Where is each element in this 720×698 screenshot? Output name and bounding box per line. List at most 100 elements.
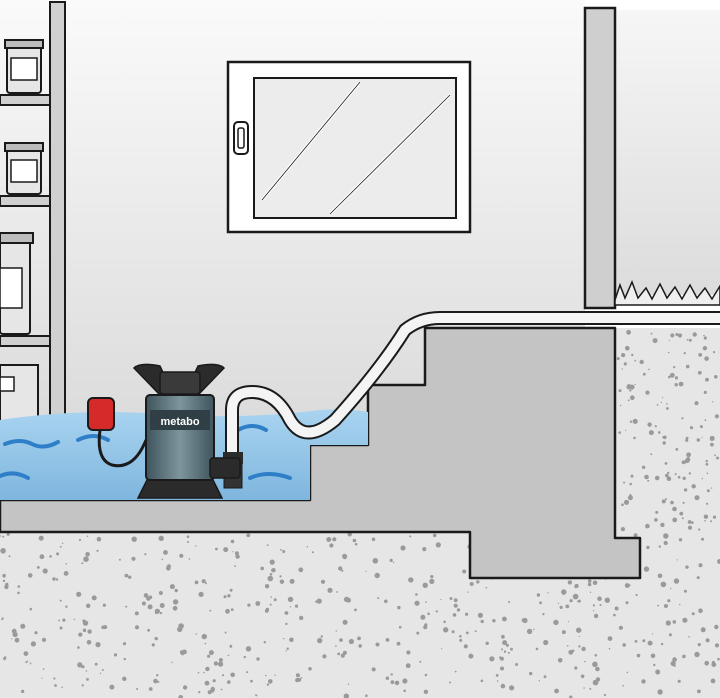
soil-speckle [158, 591, 163, 595]
soil-speckle [485, 586, 488, 589]
soil-speckle [542, 613, 545, 616]
soil-speckle [295, 677, 300, 683]
soil-speckle [299, 615, 304, 621]
soil-speckle [604, 597, 610, 603]
soil-speckle [686, 339, 689, 341]
soil-speckle [346, 694, 349, 698]
soil-speckle [515, 663, 519, 666]
soil-speckle [699, 425, 703, 429]
soil-speckle [565, 604, 570, 609]
soil-speckle [221, 674, 225, 677]
soil-speckle [6, 532, 10, 536]
soil-speckle [1, 617, 4, 620]
soil-speckle [676, 559, 678, 561]
soil-speckle [681, 517, 684, 520]
soil-speckle [660, 401, 662, 404]
soil-speckle [456, 608, 461, 612]
soil-speckle [567, 621, 570, 623]
soil-speckle [467, 591, 469, 593]
soil-speckle [207, 690, 212, 695]
soil-speckle [576, 627, 582, 633]
soil-speckle [692, 332, 697, 337]
soil-speckle [705, 638, 710, 643]
soil-speckle [124, 573, 129, 578]
soil-speckle [668, 339, 671, 341]
soil-speckle [435, 610, 438, 613]
soil-speckle [396, 641, 401, 646]
soil-speckle [666, 407, 669, 410]
soil-speckle [171, 661, 173, 664]
soil-speckle [627, 399, 630, 402]
soil-speckle [326, 537, 332, 542]
soil-speckle [343, 555, 347, 560]
soil-speckle [82, 628, 87, 633]
soil-speckle [554, 688, 559, 694]
soil-speckle [698, 563, 703, 568]
soil-speckle [526, 628, 533, 635]
soil-speckle [509, 685, 515, 691]
soil-speckle [608, 648, 611, 650]
soil-speckle [398, 625, 402, 629]
soil-speckle [195, 545, 197, 547]
soil-speckle [621, 503, 624, 507]
soil-speckle [377, 597, 380, 600]
soil-speckle [626, 329, 631, 335]
soil-speckle [174, 588, 178, 593]
soil-speckle [706, 489, 710, 493]
soil-speckle [424, 623, 428, 627]
soil-speckle [557, 602, 560, 605]
soil-speckle [273, 598, 277, 602]
soil-speckle [229, 588, 233, 592]
soil-speckle [424, 673, 428, 677]
soil-speckle [705, 377, 709, 382]
soil-speckle [592, 604, 596, 607]
soil-speckle [510, 647, 513, 651]
soil-speckle [147, 628, 151, 632]
soil-speckle [536, 593, 541, 597]
soil-speckle [501, 648, 503, 651]
soil-speckle [143, 593, 149, 598]
soil-speckle [706, 472, 709, 475]
soil-speckle [578, 645, 581, 648]
soil-speckle [705, 459, 708, 463]
soil-speckle [153, 678, 158, 684]
soil-speckle [78, 632, 83, 637]
soil-speckle [662, 441, 666, 445]
soil-speckle [633, 533, 638, 538]
soil-speckle [691, 612, 695, 616]
soil-speckle [172, 599, 179, 605]
soil-speckle [496, 680, 499, 682]
soil-speckle [440, 598, 442, 601]
soil-speckle [182, 649, 187, 655]
soil-speckle [151, 643, 155, 647]
soil-speckle [76, 591, 82, 597]
soil-speckle [11, 638, 13, 640]
soil-speckle [705, 462, 709, 466]
soil-speckle [429, 578, 435, 585]
soil-speckle [227, 654, 230, 657]
soil-speckle [451, 630, 455, 634]
soil-speckle [55, 578, 59, 581]
soil-speckle [603, 693, 607, 697]
soil-speckle [645, 390, 650, 395]
soil-speckle [271, 569, 275, 572]
soil-speckle [454, 670, 457, 673]
soil-speckle [697, 370, 702, 375]
soil-speckle [85, 670, 88, 672]
soil-speckle [673, 578, 680, 584]
soil-speckle [663, 540, 668, 546]
soil-speckle [269, 603, 272, 606]
soil-speckle [148, 595, 153, 599]
soil-speckle [227, 594, 231, 598]
soil-speckle [317, 637, 323, 644]
soil-speckle [694, 401, 699, 406]
soil-speckle [710, 438, 714, 442]
soil-speckle [538, 680, 540, 682]
soil-speckle [223, 595, 227, 599]
soil-speckle [320, 635, 323, 638]
soil-speckle [230, 539, 235, 544]
soil-speckle [270, 596, 273, 598]
soil-speckle [99, 672, 102, 674]
soil-speckle [335, 645, 337, 647]
soil-speckle [631, 353, 634, 357]
